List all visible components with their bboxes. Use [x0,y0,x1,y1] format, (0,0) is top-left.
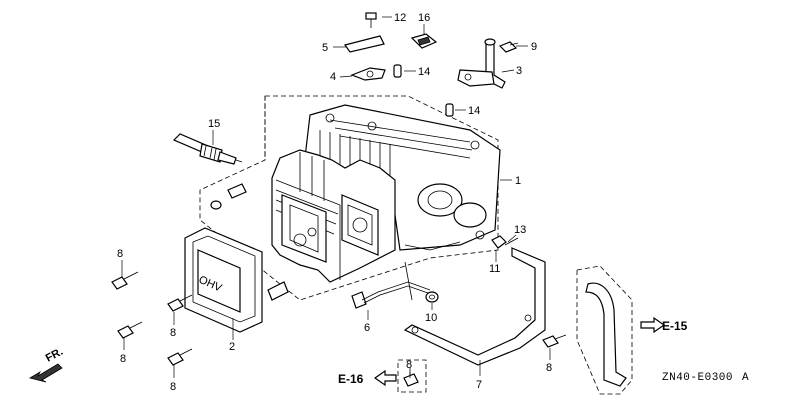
callout-8e: 8 [546,362,552,374]
spark-plug-15 [172,133,243,165]
ref-arrow-e16 [373,369,397,387]
breather-tube [457,38,506,89]
dowel-pin-14a [393,64,402,78]
callout-1: 1 [515,175,521,187]
ref-arrow-e15 [640,316,666,334]
callout-15: 15 [208,118,220,130]
diagram-code-suffix: A [742,372,749,384]
gasket-4 [350,67,386,81]
callout-3: 3 [516,65,522,77]
callout-8a: 8 [117,248,123,260]
callout-9: 9 [531,41,537,53]
washer-10 [425,291,439,303]
dowel-pin-lower [267,281,289,301]
callout-14b: 14 [468,105,480,117]
diagram-code: ZN40-E0300 [662,372,733,384]
callout-13: 13 [514,224,526,236]
cylinder-head [271,149,396,283]
callout-14a: 14 [418,66,430,78]
callout-8d: 8 [170,381,176,393]
bolt-8f [403,368,419,387]
dowel-pin-14b [445,103,454,117]
callout-16: 16 [418,12,430,24]
callout-7: 7 [476,379,482,391]
callout-11: 11 [489,263,500,275]
bolt-8c [117,321,143,339]
bolt-8d [167,348,193,366]
pin-13 [504,237,519,246]
washer-left [210,200,222,210]
valve-cover-2: OHV [184,227,263,333]
bolt-8b [167,294,193,312]
leader-lines [121,16,551,378]
dowel-pin-left [227,183,247,199]
front-direction-label: FR. [44,346,65,365]
nut-11 [491,235,507,249]
bolt-12 [365,12,377,28]
callout-5: 5 [322,42,328,54]
bolt-8a [111,271,139,290]
plate-5 [344,35,385,53]
e16-inset-outline [397,359,427,393]
callout-12: 12 [394,12,406,24]
callout-6: 6 [364,322,370,334]
bolt-9 [498,41,519,53]
reference-e16: E-16 [338,372,364,386]
callout-2: 2 [229,341,235,353]
lever-6 [351,261,431,309]
clip-16 [410,33,438,49]
callout-4: 4 [330,71,336,83]
callout-8c: 8 [120,353,126,365]
front-direction-arrow [28,363,63,383]
hose-inset [576,265,633,395]
reference-e15: E-15 [662,319,688,333]
bolt-8e [542,334,567,348]
callout-8b: 8 [170,327,176,339]
callout-10: 10 [425,312,437,324]
callout-8f: 8 [406,359,412,371]
callouts: 12 16 5 9 4 14 3 14 15 1 13 8 11 8 6 10 … [117,12,552,393]
assembly-outline [199,95,499,301]
bracket-7 [403,247,546,366]
